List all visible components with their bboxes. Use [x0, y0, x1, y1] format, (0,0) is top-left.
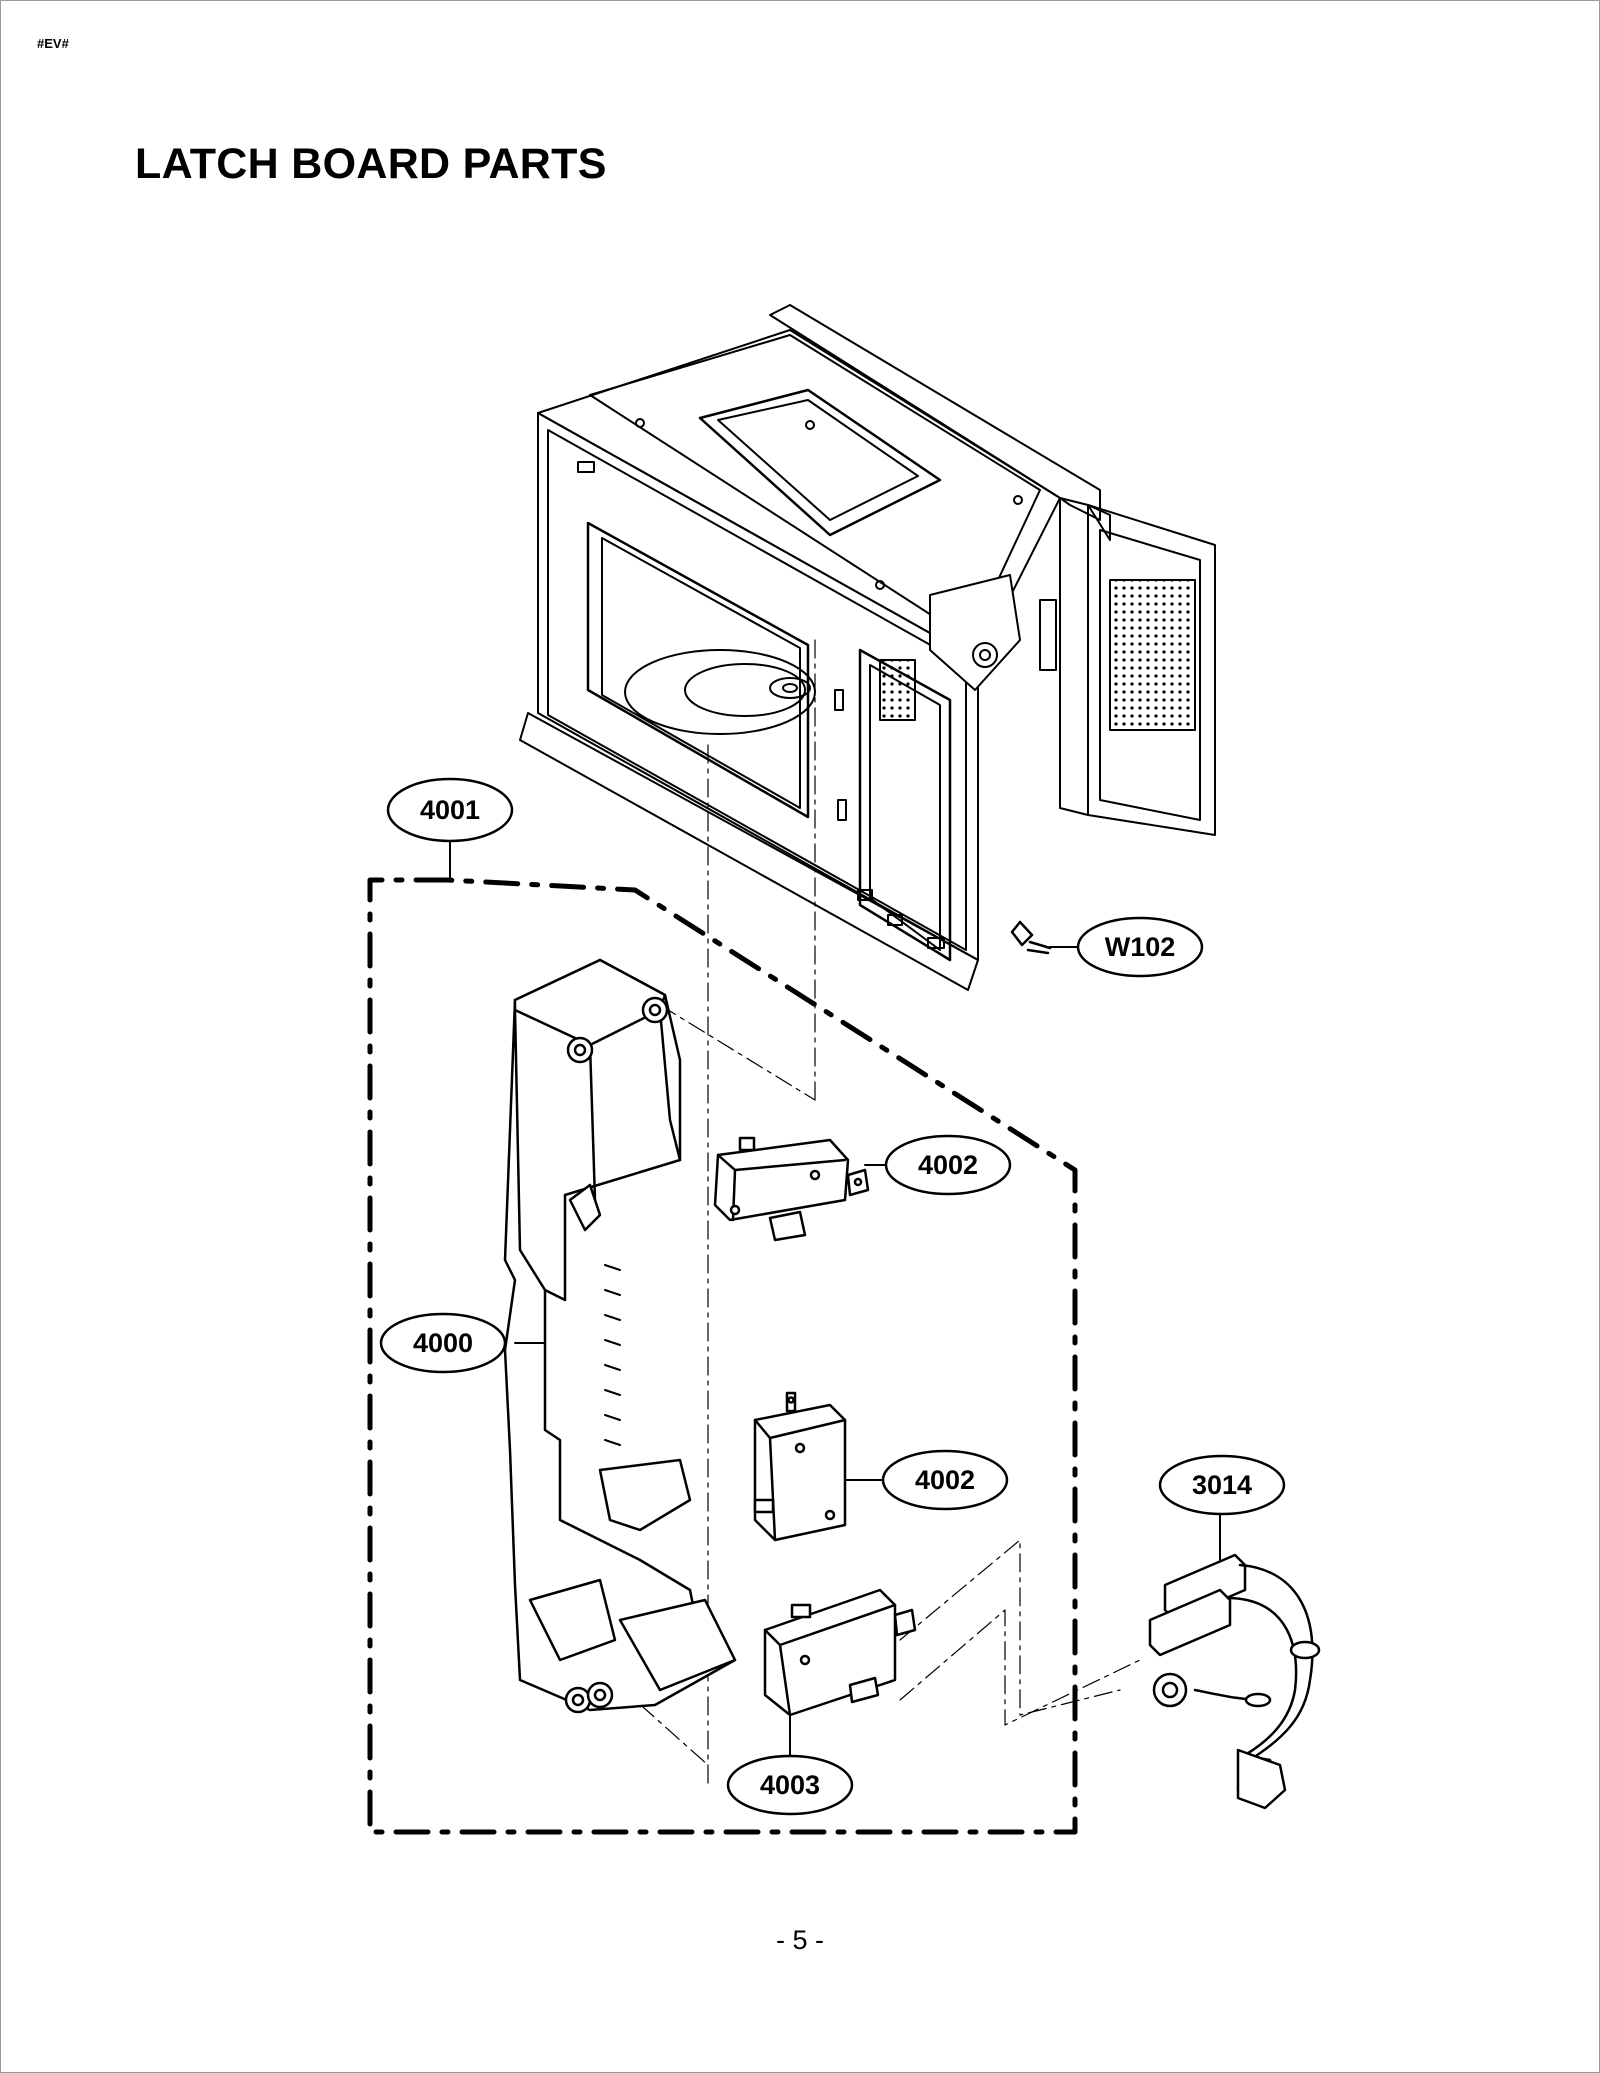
callout-4000-label: 4000 — [413, 1328, 473, 1358]
callout-4002-mid-oval — [881, 1449, 1009, 1511]
callout-4000-oval — [379, 1312, 507, 1374]
callout-4002-top-oval — [884, 1134, 1012, 1196]
callout-3014-label: 3014 — [1192, 1470, 1252, 1500]
callout-3014-oval — [1158, 1454, 1286, 1516]
group-boundary-4001 — [367, 877, 1078, 1835]
latch-window — [858, 648, 952, 962]
callout-4002-mid-label: 4002 — [915, 1465, 975, 1495]
page-title: LATCH BOARD PARTS — [135, 140, 607, 188]
callout-4002-top-label: 4002 — [918, 1150, 978, 1180]
screw-w102 — [1010, 920, 1052, 955]
micro-switch-4003 — [763, 1588, 917, 1717]
callout-4001-label: 4001 — [420, 795, 480, 825]
motor-bracket — [929, 574, 1021, 691]
callout-w102-oval — [1076, 916, 1204, 978]
latch-board — [503, 958, 737, 1714]
cavity-assembly — [519, 304, 1216, 991]
micro-switch-4002-top — [713, 1136, 870, 1242]
callout-4001-oval — [386, 777, 514, 843]
top-plate — [698, 388, 942, 537]
wire-harness-3014 — [1148, 1553, 1321, 1810]
callout-w102-label: W102 — [1105, 932, 1176, 962]
micro-switch-4002-mid — [753, 1391, 847, 1542]
cavity-right-panel — [1059, 497, 1089, 816]
door-opening — [586, 521, 810, 819]
callout-4003-label: 4003 — [760, 1770, 820, 1800]
corner-tag: #EV# — [37, 36, 69, 51]
callout-4003-oval — [726, 1754, 854, 1816]
vent-grille — [1109, 579, 1196, 731]
page-number: - 5 - — [775, 1925, 824, 1955]
